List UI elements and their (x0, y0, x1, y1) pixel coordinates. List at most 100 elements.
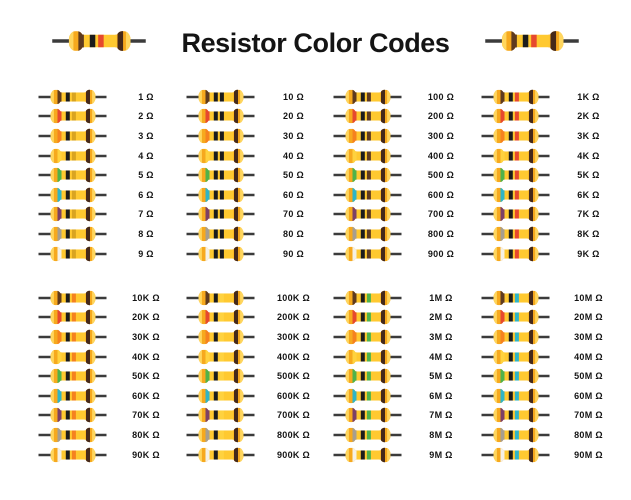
band-digit (352, 329, 357, 345)
band-multiplier (219, 371, 224, 381)
resistance-label: 600K Ω (276, 390, 311, 401)
resistor-graphic (481, 89, 549, 104)
band-tolerance (528, 167, 533, 183)
band-tolerance (233, 187, 238, 202)
resistor-graphic (38, 167, 107, 183)
resistor-graphic (333, 226, 402, 242)
band-digit (205, 368, 209, 384)
resistor-graphic (481, 290, 549, 305)
resistor-graphic (333, 207, 402, 222)
band-multiplier (366, 170, 371, 180)
band-multiplier (219, 351, 224, 362)
resistor-row: 200 Ω (333, 107, 481, 127)
band-tolerance (381, 148, 385, 163)
band-digit (352, 89, 357, 104)
resistor-row: 60K Ω (38, 386, 186, 406)
resistor-graphic (186, 226, 254, 242)
resistor-row: 3 Ω (38, 126, 186, 146)
resistor-cap-left (345, 388, 357, 403)
band-zero (213, 410, 218, 420)
resistor-cap-left (493, 207, 504, 222)
band-digit (500, 226, 504, 242)
band-digit (500, 128, 504, 144)
resistor-cap-left (50, 207, 62, 222)
resistor-cap-left (198, 109, 209, 124)
band-digit (205, 167, 209, 183)
resistor-graphic (38, 427, 107, 443)
band-multiplier (71, 92, 76, 102)
resistor-row: 7M Ω (333, 406, 481, 426)
resistance-label: 2 Ω (138, 111, 154, 122)
resistor-graphic (481, 388, 549, 403)
resistor-row: 1M Ω (333, 288, 481, 308)
resistor-graphic (186, 167, 254, 183)
resistor-cap-left (345, 109, 357, 124)
resistance-label: 6M Ω (429, 390, 453, 401)
resistor-graphic (333, 167, 402, 183)
band-multiplier (71, 293, 76, 303)
band-tolerance (528, 368, 533, 384)
band-zero (213, 312, 218, 322)
band-tolerance (381, 246, 385, 261)
resistor-graphic (333, 310, 402, 325)
band-digit (205, 207, 209, 222)
resistor-cap-left (345, 310, 357, 325)
band-tolerance (528, 246, 533, 261)
band-multiplier (71, 391, 76, 401)
band-digit (352, 368, 357, 384)
resistor-row: 5 Ω (38, 165, 186, 185)
band-tolerance (86, 246, 90, 261)
band-zero (213, 391, 218, 401)
band-digit (500, 290, 504, 305)
resistor-row: 400 Ω (333, 146, 481, 166)
resistance-label: 60K Ω (132, 390, 160, 401)
resistor-cap-left (198, 246, 209, 261)
band-zero (213, 111, 218, 121)
resistor-cap-left (50, 128, 62, 144)
band-multiplier (71, 131, 76, 141)
band-tolerance (233, 207, 238, 222)
resistance-label: 50M Ω (574, 371, 603, 382)
resistor-cap-left (198, 187, 209, 202)
resistor-graphic (38, 349, 107, 364)
resistor-graphic (38, 246, 107, 261)
band-digit (500, 427, 504, 443)
band-tolerance (381, 447, 385, 462)
resistor-row: 9M Ω (333, 445, 481, 465)
resistor-row: 8M Ω (333, 425, 481, 445)
resistance-label: 80M Ω (574, 429, 603, 440)
resistor-cap-left (345, 290, 357, 305)
band-multiplier (366, 332, 371, 342)
resistance-label: 600 Ω (427, 189, 455, 200)
band-digit (205, 89, 209, 104)
resistance-label: 800K Ω (276, 429, 311, 440)
band-multiplier (71, 150, 76, 161)
resistor-cap-left (198, 148, 209, 163)
band-digit (500, 148, 504, 163)
resistance-label: 70M Ω (574, 410, 603, 421)
band-zero (213, 131, 218, 141)
band-zero (65, 312, 70, 322)
resistance-label: 80 Ω (283, 228, 304, 239)
resistor-graphic (38, 310, 107, 325)
band-digit (352, 349, 357, 364)
band-multiplier (514, 170, 519, 180)
page-title: Resistor Color Codes (181, 28, 450, 58)
band-digit (500, 187, 504, 202)
resistor-row: 6 Ω (38, 185, 186, 205)
band-digit (500, 246, 504, 261)
resistance-label: 900K Ω (276, 449, 311, 460)
band-tolerance (233, 388, 238, 403)
band-digit (352, 109, 357, 124)
band-tolerance (381, 167, 385, 183)
resistor-cap-left (50, 89, 62, 104)
resistor-cap-left (345, 128, 357, 144)
band-digit (352, 408, 357, 423)
resistor-row: 20K Ω (38, 308, 186, 328)
band-zero (213, 190, 218, 200)
resistance-label: 10 Ω (283, 91, 304, 102)
resistance-label: 30 Ω (283, 130, 304, 141)
band-zero (360, 449, 365, 460)
band-zero (360, 410, 365, 420)
resistor-row: 500K Ω (186, 366, 334, 386)
